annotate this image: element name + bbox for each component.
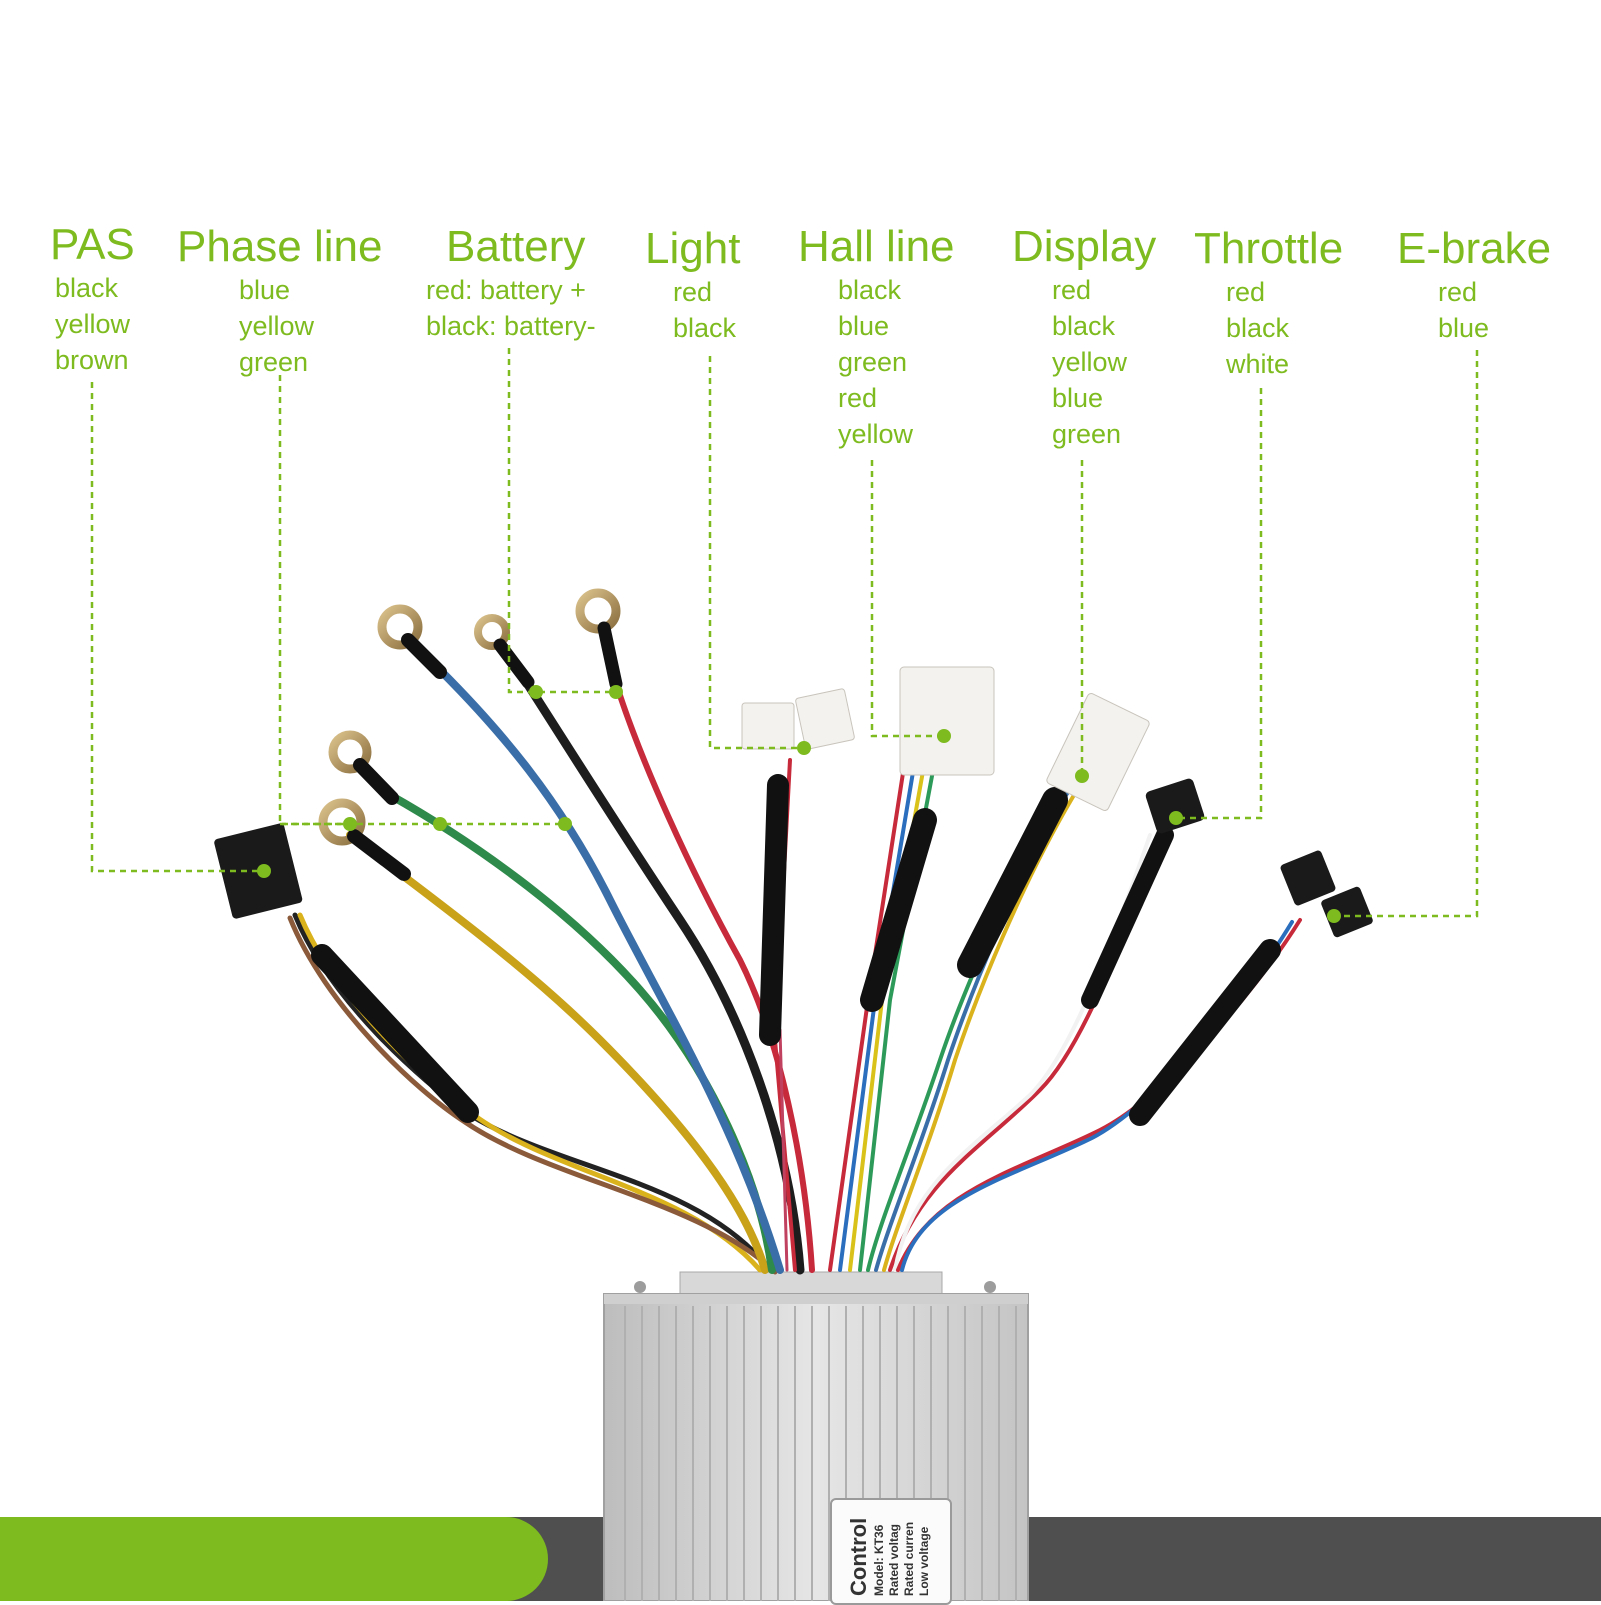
label-battery: Battery red: battery + black: battery- <box>426 224 596 344</box>
wire-color: black <box>838 275 902 305</box>
wire-color: black <box>1052 311 1116 341</box>
label-title: Throttle <box>1194 224 1344 273</box>
wire-color: yellow <box>239 311 315 341</box>
label-title: PAS <box>50 220 135 269</box>
wire-color: blue <box>239 275 291 305</box>
label-throttle: Throttle red black white <box>1194 226 1343 382</box>
label-e-brake: E-brake red blue <box>1397 226 1551 346</box>
wire-color: black <box>673 313 737 343</box>
label-title: Battery <box>446 222 586 271</box>
label-light: Light red black <box>645 226 740 346</box>
label-title: Light <box>645 224 741 273</box>
controller-sticker: Control Model: KT36 Rated voltag Rated c… <box>830 1498 952 1605</box>
label-title: Hall line <box>798 222 955 271</box>
wire-color: red <box>1226 277 1266 307</box>
wire-color: black <box>55 273 119 303</box>
wire-color: green <box>239 347 309 377</box>
ring-terminals <box>318 588 623 881</box>
anchor-dots <box>257 685 1341 923</box>
wire-color: yellow <box>55 309 131 339</box>
sticker-line: Rated curren <box>902 1521 916 1596</box>
wire-color: red <box>1438 277 1478 307</box>
wire-color: blue <box>1438 313 1490 343</box>
wire-color: black <box>1226 313 1290 343</box>
label-title: Display <box>1012 222 1157 271</box>
label-hall-line: Hall line black blue green red yellow <box>798 224 955 452</box>
wire-color: green <box>838 347 908 377</box>
leader-lines <box>90 348 1479 918</box>
connectors <box>214 666 1373 938</box>
wire-color: brown <box>55 345 129 375</box>
label-title: E-brake <box>1397 224 1552 273</box>
wire-color: blue <box>1052 383 1104 413</box>
label-phase-line: Phase line blue yellow green <box>177 224 382 380</box>
wire-color: red <box>673 277 713 307</box>
sticker-line: Rated voltag <box>887 1523 901 1596</box>
wire-color: blue <box>838 311 890 341</box>
label-pas: PAS black yellow brown <box>50 222 135 378</box>
wire-color: white <box>1226 349 1290 379</box>
wire-color: yellow <box>838 419 914 449</box>
wire-color: red: battery + <box>426 275 586 305</box>
wire-bundle <box>287 666 1302 1275</box>
sticker-line: Low voltage <box>917 1526 931 1596</box>
wire-color: green <box>1052 419 1122 449</box>
bottom-bar-green <box>0 1517 548 1601</box>
sticker-line: Model: KT36 <box>872 1524 886 1596</box>
wire-color: yellow <box>1052 347 1128 377</box>
label-title: Phase line <box>177 222 383 271</box>
controller-box <box>603 1271 1029 1601</box>
wire-color: red <box>1052 275 1092 305</box>
wire-color: black: battery- <box>426 311 596 341</box>
label-display: Display red black yellow blue green <box>1012 224 1156 452</box>
wire-color: red <box>838 383 878 413</box>
sticker-title: Control <box>846 1517 871 1596</box>
